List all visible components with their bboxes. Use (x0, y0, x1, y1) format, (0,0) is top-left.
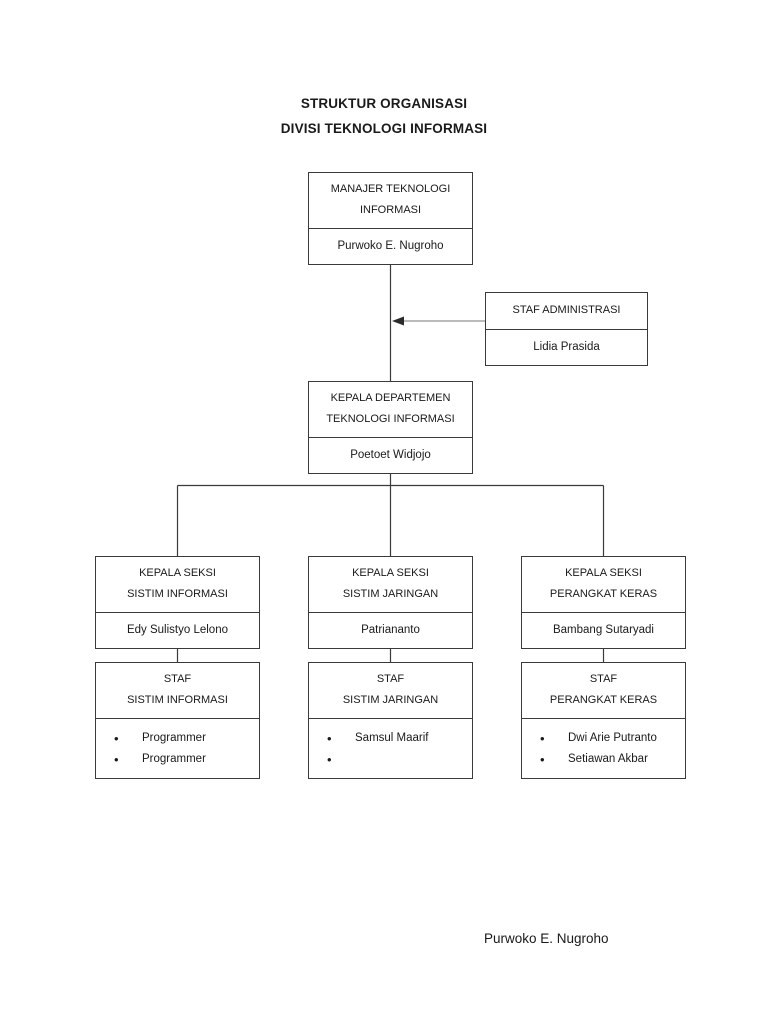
node-staff-perangkat-keras-role: STAF PERANGKAT KERAS (522, 663, 685, 719)
node-department-head-name: Poetoet Widjojo (350, 449, 431, 461)
node-section-head-sistim-jaringan-role: KEPALA SEKSI SISTIM JARINGAN (309, 557, 472, 613)
node-staff-sistim-informasi-members: Programmer Programmer (96, 719, 259, 780)
node-section-head-sistim-informasi-name: Edy Sulistyo Lelono (126, 624, 228, 636)
node-staff-sistim-jaringan[interactable]: STAF SISTIM JARINGAN Samsul Maarif (308, 662, 473, 779)
node-staff-sistim-jaringan-role: STAF SISTIM JARINGAN (309, 663, 472, 719)
node-section-head-perangkat-keras[interactable]: KEPALA SEKSI PERANGKAT KERAS Bambang Sut… (521, 556, 686, 649)
node-manager[interactable]: MANAJER TEKNOLOGI INFORMASI Purwoko E. N… (308, 172, 473, 265)
list-item: Programmer (102, 749, 253, 770)
node-section-head-sistim-jaringan[interactable]: KEPALA SEKSI SISTIM JARINGAN Patriananto (308, 556, 473, 649)
list-item: Dwi Arie Putranto (528, 728, 679, 749)
node-staff-sistim-informasi[interactable]: STAF SISTIM INFORMASI Programmer Program… (95, 662, 260, 779)
node-department-head-role: KEPALA DEPARTEMEN TEKNOLOGI INFORMASI (309, 382, 472, 438)
signature-name: Purwoko E. Nugroho (484, 931, 609, 946)
node-staff-administration-role: STAF ADMINISTRASI (486, 293, 647, 330)
node-manager-name: Purwoko E. Nugroho (337, 240, 444, 252)
list-item: Setiawan Akbar (528, 749, 679, 770)
arrow-head-icon (392, 316, 404, 326)
node-staff-sistim-informasi-role: STAF SISTIM INFORMASI (96, 663, 259, 719)
node-staff-perangkat-keras[interactable]: STAF PERANGKAT KERAS Dwi Arie Putranto S… (521, 662, 686, 779)
node-staff-sistim-jaringan-members: Samsul Maarif (309, 719, 472, 770)
node-staff-administration[interactable]: STAF ADMINISTRASI Lidia Prasida (485, 292, 648, 366)
node-manager-role: MANAJER TEKNOLOGI INFORMASI (309, 173, 472, 229)
node-section-head-sistim-informasi[interactable]: KEPALA SEKSI SISTIM INFORMASI Edy Sulist… (95, 556, 260, 649)
node-department-head[interactable]: KEPALA DEPARTEMEN TEKNOLOGI INFORMASI Po… (308, 381, 473, 474)
page-title-line-1: STRUKTUR ORGANISASI (300, 96, 468, 111)
page-title-line-2: DIVISI TEKNOLOGI INFORMASI (280, 121, 488, 136)
node-section-head-sistim-informasi-role: KEPALA SEKSI SISTIM INFORMASI (96, 557, 259, 613)
list-item: Programmer (102, 728, 253, 749)
node-staff-perangkat-keras-members: Dwi Arie Putranto Setiawan Akbar (522, 719, 685, 780)
list-item: Samsul Maarif (315, 728, 466, 749)
node-section-head-perangkat-keras-role: KEPALA SEKSI PERANGKAT KERAS (522, 557, 685, 613)
node-section-head-perangkat-keras-name: Bambang Sutaryadi (552, 624, 654, 636)
node-staff-administration-name: Lidia Prasida (533, 341, 600, 353)
node-section-head-sistim-jaringan-name: Patriananto (361, 624, 420, 636)
